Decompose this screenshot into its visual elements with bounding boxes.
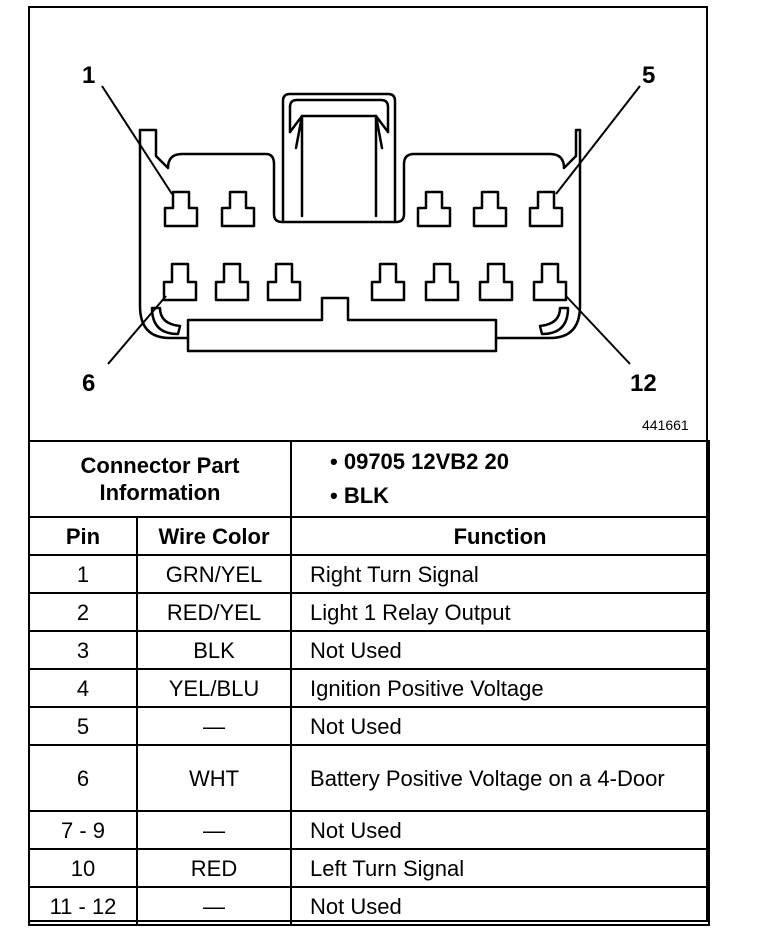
pin-label-6: 6 — [82, 370, 96, 397]
wire-color-cell: WHT — [135, 744, 293, 812]
function-cell: Battery Positive Voltage on a 4-Door — [290, 744, 711, 812]
wire-color-cell: YEL/BLU — [135, 668, 293, 708]
connector-latch — [281, 92, 397, 222]
table-row: 4 YEL/BLU Ignition Positive Voltage — [28, 668, 711, 708]
pin-cell: 4 — [28, 668, 138, 708]
table-row: 2 RED/YEL Light 1 Relay Output — [28, 592, 711, 632]
function-cell: Right Turn Signal — [290, 554, 711, 594]
function-cell: Not Used — [290, 630, 711, 670]
function-cell: Left Turn Signal — [290, 848, 711, 888]
pin-cell: 5 — [28, 706, 138, 746]
header-pin: Pin — [28, 516, 138, 556]
pin-cavity-2 — [220, 190, 256, 228]
table-row: 7 - 9 — Not Used — [28, 810, 711, 850]
pin-cell: 7 - 9 — [28, 810, 138, 850]
pin-cavity-4 — [472, 190, 508, 228]
pin-cavity-3 — [416, 190, 452, 228]
connector-info-list: • 09705 12VB2 20 • BLK — [290, 440, 711, 518]
table-row: 6 WHT Battery Positive Voltage on a 4-Do… — [28, 744, 711, 812]
wire-color-cell: RED — [135, 848, 293, 888]
function-cell: Light 1 Relay Output — [290, 592, 711, 632]
table-row: 5 — Not Used — [28, 706, 711, 746]
pin-cell: 11 - 12 — [28, 886, 138, 926]
pin-cavity-7 — [214, 262, 250, 302]
wire-color-cell: — — [135, 706, 293, 746]
leader-line-12 — [565, 295, 631, 365]
wire-color-cell: BLK — [135, 630, 293, 670]
table-row: 10 RED Left Turn Signal — [28, 848, 711, 888]
pin-cavity-8 — [266, 262, 302, 302]
pin-cavity-9 — [370, 262, 406, 302]
function-cell: Ignition Positive Voltage — [290, 668, 711, 708]
pin-cavity-1 — [163, 190, 199, 228]
function-cell: Not Used — [290, 810, 711, 850]
connector-sheet: 1 5 6 12 441661 Connector Part Informati… — [27, 6, 711, 926]
connector-part-number: • 09705 12VB2 20 — [330, 449, 509, 474]
connector-info-row: Connector Part Information • 09705 12VB2… — [27, 440, 711, 518]
table-row: 11 - 12 — Not Used — [28, 886, 711, 926]
connector-diagram: 1 5 6 12 441661 — [30, 8, 706, 440]
pinout-table: Connector Part Information • 09705 12VB2… — [27, 440, 711, 926]
figure-id: 441661 — [642, 417, 689, 433]
table-row: 1 GRN/YEL Right Turn Signal — [28, 554, 711, 594]
header-function: Function — [290, 516, 711, 556]
pin-cell: 6 — [28, 744, 138, 812]
function-cell: Not Used — [290, 706, 711, 746]
pin-cavity-10 — [424, 262, 460, 302]
pin-label-5: 5 — [642, 62, 656, 89]
wire-color-cell: RED/YEL — [135, 592, 293, 632]
header-wire-color: Wire Color — [135, 516, 293, 556]
leader-line-5 — [555, 85, 641, 195]
table-header-row: Pin Wire Color Function — [28, 516, 711, 556]
pin-cell: 10 — [28, 848, 138, 888]
wire-color-cell: — — [135, 886, 293, 926]
pin-label-1: 1 — [82, 62, 96, 89]
connector-drawing — [101, 85, 641, 365]
pin-cell: 2 — [28, 592, 138, 632]
wire-color-cell: GRN/YEL — [135, 554, 293, 594]
leader-line-6 — [107, 295, 167, 365]
wire-color-cell: — — [135, 810, 293, 850]
pin-cell: 1 — [28, 554, 138, 594]
table-row: 3 BLK Not Used — [28, 630, 711, 670]
pin-cavity-5 — [528, 190, 564, 228]
connector-color: • BLK — [330, 483, 390, 508]
pin-label-12: 12 — [630, 370, 657, 397]
pin-cavity-11 — [478, 262, 514, 302]
leader-line-1 — [101, 85, 173, 195]
function-cell: Not Used — [290, 886, 711, 926]
connector-info-label: Connector Part Information — [27, 440, 293, 518]
pin-cell: 3 — [28, 630, 138, 670]
pin-cavity-6 — [162, 262, 198, 302]
pin-cavity-12 — [532, 262, 568, 302]
connector-housing — [138, 128, 582, 353]
